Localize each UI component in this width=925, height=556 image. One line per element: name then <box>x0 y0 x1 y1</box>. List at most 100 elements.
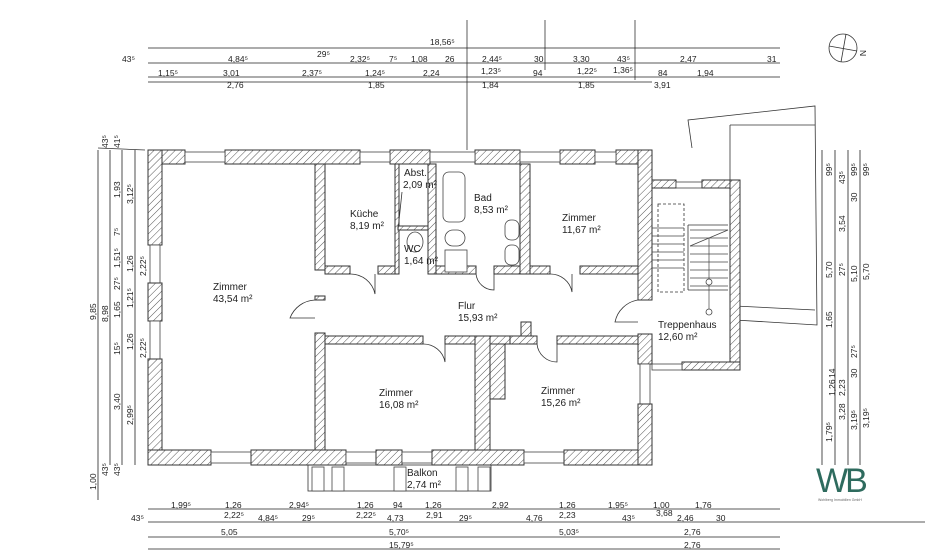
walls <box>147 149 741 466</box>
svg-text:1,15⁵: 1,15⁵ <box>158 68 178 78</box>
svg-text:99⁵: 99⁵ <box>824 163 834 176</box>
svg-text:1,26: 1,26 <box>559 500 576 510</box>
svg-text:1,65: 1,65 <box>112 301 122 318</box>
svg-text:9,85: 9,85 <box>88 303 98 320</box>
svg-text:99⁵: 99⁵ <box>861 163 871 176</box>
svg-text:30: 30 <box>534 54 544 64</box>
svg-text:3,54: 3,54 <box>837 215 847 232</box>
svg-text:3,40: 3,40 <box>112 393 122 410</box>
svg-text:4,84⁵: 4,84⁵ <box>258 513 278 523</box>
svg-text:1,23⁵: 1,23⁵ <box>481 66 501 76</box>
room-flur-name: Flur <box>458 301 476 312</box>
room-kueche-name: Küche <box>350 209 379 220</box>
svg-text:5,70⁵: 5,70⁵ <box>389 527 409 537</box>
svg-text:2,37⁵: 2,37⁵ <box>302 68 322 78</box>
room-zimmer-top-right-name: Zimmer <box>562 213 597 224</box>
svg-text:1,26: 1,26 <box>225 500 242 510</box>
logo-text: WB <box>816 462 866 500</box>
svg-text:5,70: 5,70 <box>824 261 834 278</box>
svg-text:2,23: 2,23 <box>837 379 847 396</box>
svg-text:2,91: 2,91 <box>426 510 443 520</box>
room-treppenhaus-area: 12,60 m² <box>658 332 698 343</box>
room-balkon-area: 2,74 m² <box>407 480 442 491</box>
svg-text:29⁵: 29⁵ <box>302 513 315 523</box>
svg-text:84: 84 <box>658 68 668 78</box>
dimensions-bottom: 1,99⁵ 1,26 2,94⁵ 1,26 94 1,26 2,92 1,26 … <box>131 500 925 550</box>
svg-text:43⁵: 43⁵ <box>622 513 635 523</box>
svg-text:1,93: 1,93 <box>112 181 122 198</box>
svg-text:15,79⁵: 15,79⁵ <box>389 540 414 550</box>
room-abst-name: Abst. <box>404 168 427 179</box>
svg-text:2,99⁵: 2,99⁵ <box>125 405 135 425</box>
svg-text:1,51⁵: 1,51⁵ <box>112 248 122 268</box>
svg-text:2,94⁵: 2,94⁵ <box>289 500 309 510</box>
svg-text:1,24⁵: 1,24⁵ <box>365 68 385 78</box>
svg-text:1,79⁵: 1,79⁵ <box>824 422 834 442</box>
room-zimmer-top-right-area: 11,67 m² <box>562 225 601 236</box>
svg-text:4,84⁵: 4,84⁵ <box>228 54 248 64</box>
svg-text:99⁵: 99⁵ <box>849 163 859 176</box>
room-zimmer-bottom-mid-name: Zimmer <box>379 388 414 399</box>
svg-text:27⁵: 27⁵ <box>112 277 122 290</box>
svg-text:1,26: 1,26 <box>125 255 135 272</box>
room-wc-area: 1,64 m² <box>404 256 439 267</box>
svg-text:2,24: 2,24 <box>423 68 440 78</box>
svg-text:41⁵: 41⁵ <box>112 135 122 148</box>
svg-text:2,46: 2,46 <box>677 513 694 523</box>
svg-text:2,22⁵: 2,22⁵ <box>224 510 244 520</box>
svg-text:2,47: 2,47 <box>680 54 697 64</box>
svg-text:2,22⁵: 2,22⁵ <box>138 256 148 276</box>
svg-text:5,10: 5,10 <box>849 265 859 282</box>
svg-text:3,28: 3,28 <box>837 403 847 420</box>
svg-text:1,26: 1,26 <box>827 379 837 396</box>
svg-text:94: 94 <box>393 500 403 510</box>
svg-text:43⁵: 43⁵ <box>617 54 630 64</box>
svg-text:94: 94 <box>533 68 543 78</box>
svg-text:43⁵: 43⁵ <box>131 513 144 523</box>
room-zimmer-bottom-right-area: 15,26 m² <box>541 398 581 409</box>
svg-text:3,19⁵: 3,19⁵ <box>849 410 859 430</box>
svg-text:29⁵: 29⁵ <box>317 49 330 59</box>
compass-north-label: N <box>858 50 868 56</box>
bathroom-fixtures <box>406 171 520 273</box>
svg-text:1,95⁵: 1,95⁵ <box>608 500 628 510</box>
room-balkon-name: Balkon <box>407 468 438 479</box>
svg-text:1,00: 1,00 <box>653 500 670 510</box>
svg-text:14: 14 <box>827 368 837 378</box>
svg-text:4,76: 4,76 <box>526 513 543 523</box>
svg-text:26: 26 <box>445 54 455 64</box>
svg-text:43⁵: 43⁵ <box>100 463 110 476</box>
svg-text:29⁵: 29⁵ <box>459 513 472 523</box>
svg-text:2,76: 2,76 <box>684 540 701 550</box>
svg-text:1,21⁵: 1,21⁵ <box>125 288 135 308</box>
svg-text:2,92: 2,92 <box>492 500 509 510</box>
doors <box>289 191 639 363</box>
room-kueche-area: 8,19 m² <box>350 221 385 232</box>
dimensions-top: 18,56⁵ 43⁵ 4,84⁵ 29⁵ 2,32⁵ 7⁵ 1,08 26 2,… <box>122 37 780 90</box>
svg-text:43⁵: 43⁵ <box>122 54 135 64</box>
room-abst-area: 2,09 m² <box>403 180 438 191</box>
svg-text:1,26: 1,26 <box>357 500 374 510</box>
svg-text:30: 30 <box>849 192 859 202</box>
svg-text:1,36⁵: 1,36⁵ <box>613 65 633 75</box>
svg-text:3,91: 3,91 <box>654 80 671 90</box>
svg-text:5,70: 5,70 <box>861 263 871 280</box>
svg-text:5,05: 5,05 <box>221 527 238 537</box>
room-zimmer-bottom-mid-area: 16,08 m² <box>379 400 419 411</box>
dimensions-right: 5,70 1,65 1,79⁵ 99⁵ 43⁵ 3,54 27⁵ 1,26 14… <box>821 150 871 465</box>
svg-text:15⁵: 15⁵ <box>112 342 122 355</box>
logo-subtitle: Wohlberg Immobilien GmbH <box>818 498 862 502</box>
svg-text:2,44⁵: 2,44⁵ <box>482 54 502 64</box>
svg-text:31: 31 <box>767 54 777 64</box>
company-logo: WB Wohlberg Immobilien GmbH <box>816 462 869 502</box>
svg-text:3,68: 3,68 <box>656 508 673 518</box>
room-treppenhaus-name: Treppenhaus <box>658 320 717 331</box>
svg-text:1,26: 1,26 <box>425 500 442 510</box>
svg-text:1,00: 1,00 <box>88 473 98 490</box>
room-bad-name: Bad <box>474 193 492 204</box>
svg-text:1,84: 1,84 <box>482 80 499 90</box>
svg-text:43⁵: 43⁵ <box>100 135 110 148</box>
svg-text:7⁵: 7⁵ <box>112 228 122 236</box>
room-labels: Zimmer 43,54 m² Küche 8,19 m² Abst. 2,09… <box>213 168 717 491</box>
